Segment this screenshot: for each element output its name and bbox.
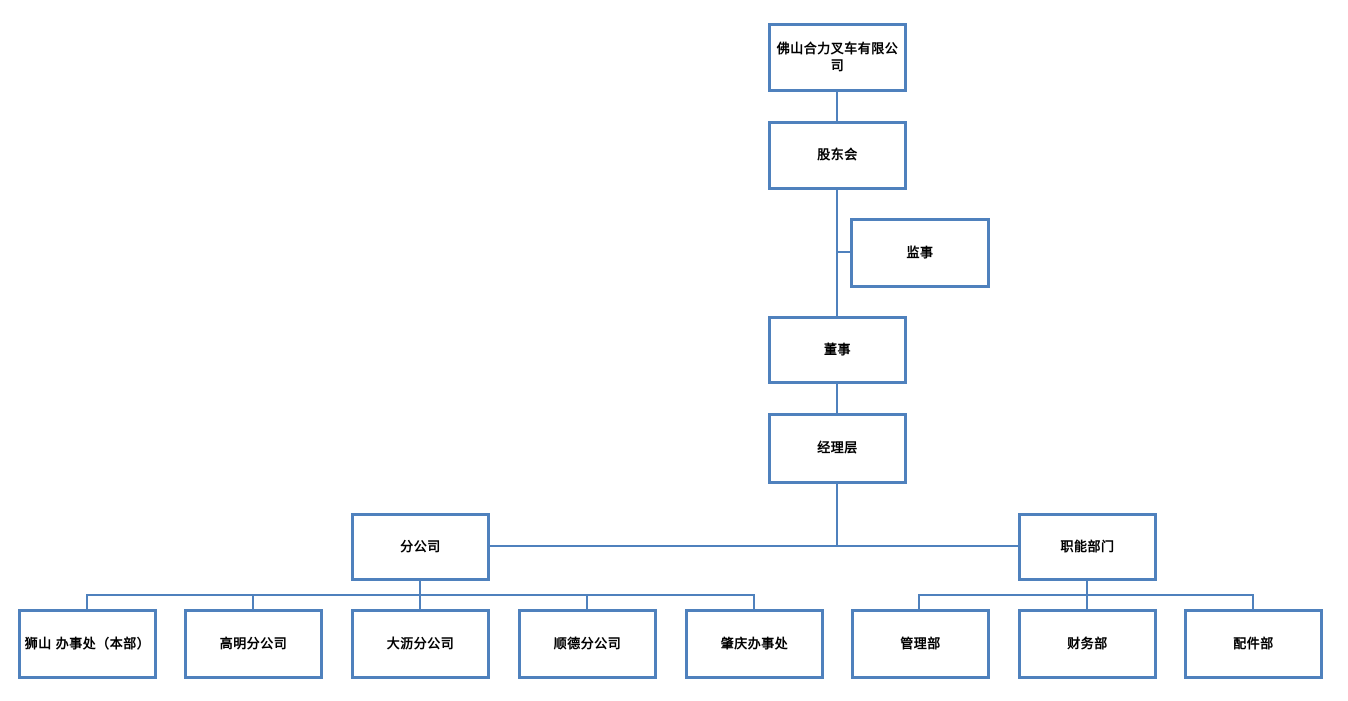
node-branches: 分公司	[351, 513, 490, 581]
node-management-label: 经理层	[817, 440, 858, 456]
node-branch-office-shishan: 狮山 办事处（本部）	[18, 609, 157, 679]
node-shareholders: 股东会	[768, 121, 907, 190]
connector-branch-child-1	[86, 595, 88, 609]
node-branch-office-label: 肇庆办事处	[720, 635, 789, 651]
connector-branches-drop	[419, 581, 421, 596]
node-department-finance: 财务部	[1018, 609, 1157, 679]
connector-functional-child-2	[1086, 595, 1088, 609]
node-functional: 职能部门	[1018, 513, 1157, 581]
node-branch-office-label: 顺德分公司	[553, 635, 622, 651]
connector-shareholders-director	[836, 190, 838, 316]
node-director: 董事	[768, 316, 907, 384]
node-company: 佛山合力叉车有限公司	[768, 23, 907, 92]
connector-director-management	[836, 384, 838, 413]
connector-branch-child-2	[252, 595, 254, 609]
connector-functional-child-1	[918, 595, 920, 609]
node-branches-label: 分公司	[400, 538, 441, 554]
connector-functional-child-3	[1252, 595, 1254, 609]
connector-branch-child-3	[419, 595, 421, 609]
node-department-label: 配件部	[1233, 635, 1274, 651]
connector-company-shareholders	[836, 92, 838, 121]
node-supervisor-label: 监事	[906, 244, 934, 260]
node-company-label: 佛山合力叉车有限公司	[776, 41, 899, 73]
connector-supervisor-stub	[838, 251, 852, 253]
node-branch-office-label: 高明分公司	[219, 635, 288, 651]
node-department-label: 财务部	[1067, 635, 1108, 651]
node-branch-office-dali: 大沥分公司	[351, 609, 490, 679]
connector-branch-child-4	[586, 595, 588, 609]
node-department-label: 管理部	[900, 635, 941, 651]
connector-functional-drop	[1086, 581, 1088, 596]
connector-management-drop	[836, 484, 838, 546]
node-branch-office-gaoming: 高明分公司	[184, 609, 323, 679]
connector-branch-child-5	[753, 595, 755, 609]
node-supervisor: 监事	[850, 218, 990, 288]
node-branch-office-zhaoqing: 肇庆办事处	[685, 609, 824, 679]
node-functional-label: 职能部门	[1060, 538, 1115, 554]
node-department-parts: 配件部	[1184, 609, 1323, 679]
node-department-admin: 管理部	[851, 609, 990, 679]
node-branch-office-shunde: 顺德分公司	[518, 609, 657, 679]
node-branch-office-label: 狮山 办事处（本部）	[24, 635, 151, 651]
node-shareholders-label: 股东会	[817, 147, 858, 163]
node-management: 经理层	[768, 413, 907, 484]
node-director-label: 董事	[823, 341, 851, 357]
connector-main-horizontal	[490, 545, 1018, 547]
node-branch-office-label: 大沥分公司	[386, 635, 455, 651]
